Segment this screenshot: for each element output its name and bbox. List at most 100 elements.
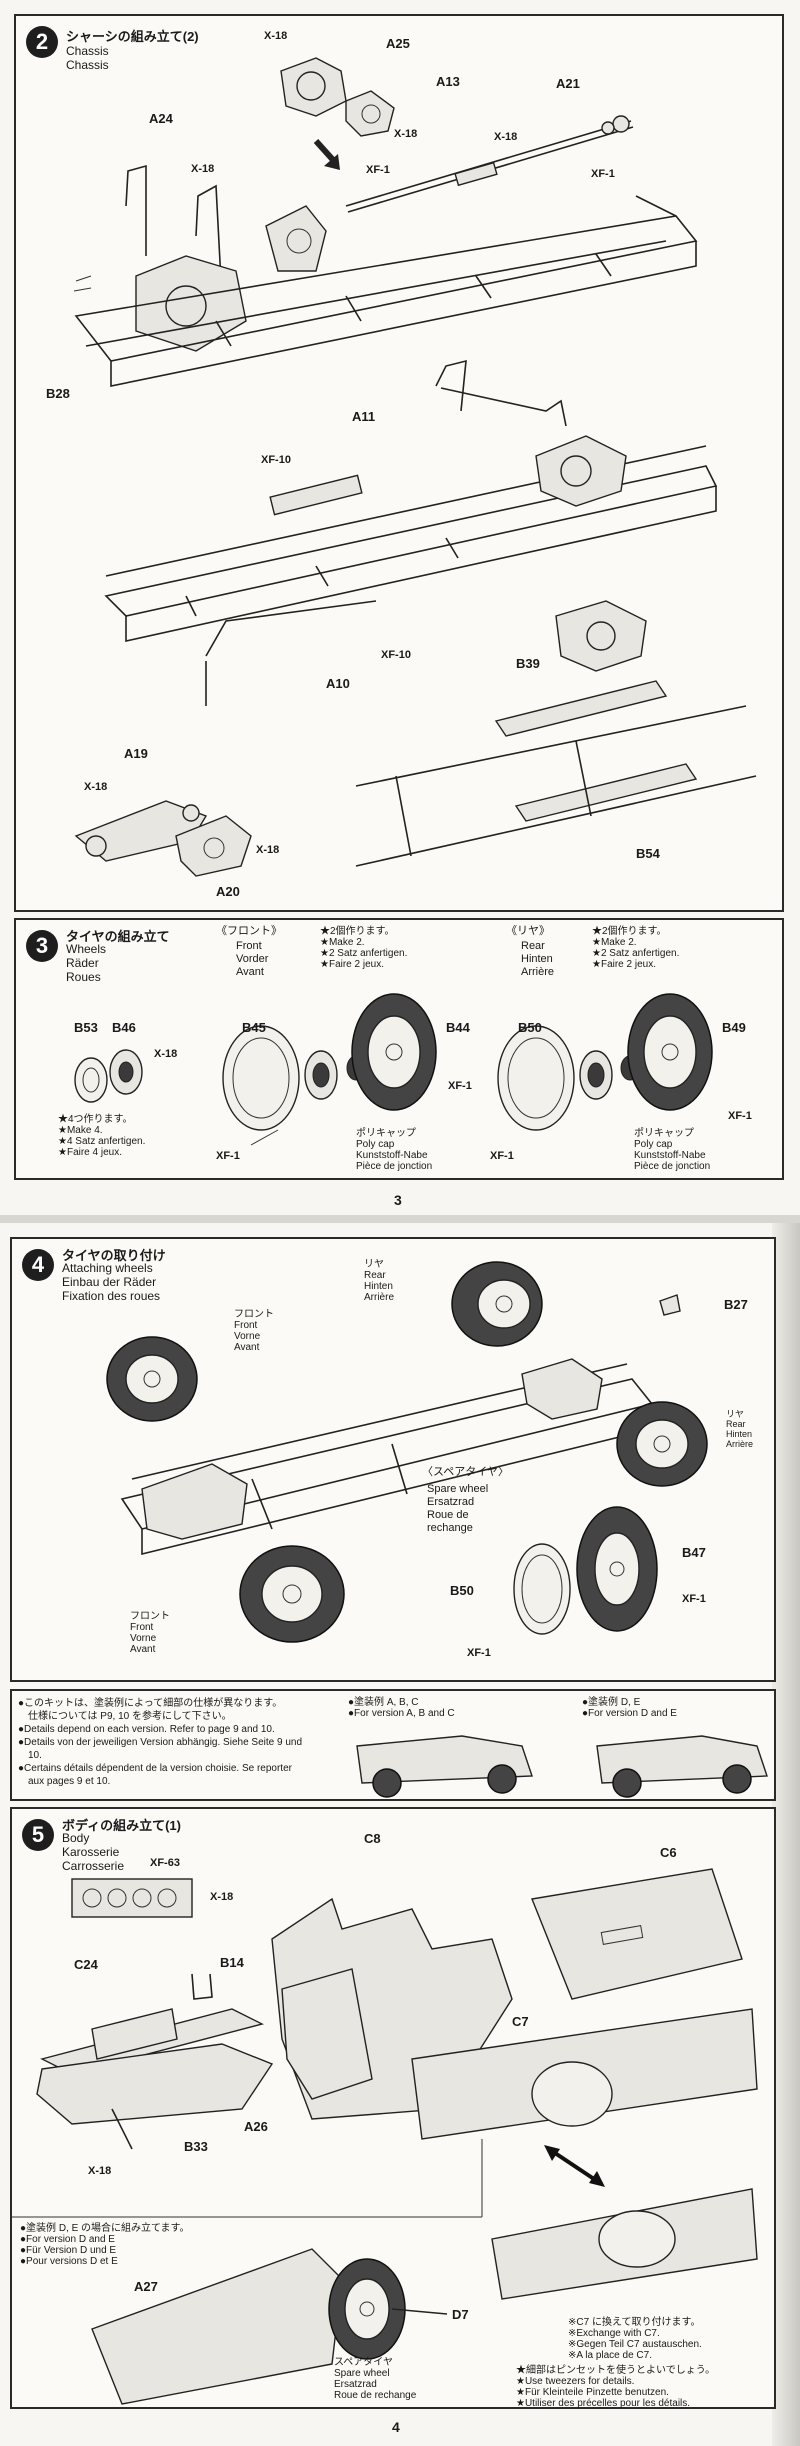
version-de-note: ●塗装例 D, E ●For version D and E [582,1697,677,1719]
version-notes-panel: ●このキットは、塗装例によって細部の仕様が異なります。 仕様については P9, … [10,1689,776,1801]
label-x18-top: X-18 [264,30,288,42]
front-bottom-label: フロント Front Vorne Avant [130,1611,170,1655]
label-xf10-b: XF-10 [381,649,411,661]
step-2-title-ja: シャーシの組み立て(2) [66,29,199,44]
label-a10: A10 [326,676,350,691]
rear-heading-multilang: Rear Hinten Arrière [521,940,555,978]
step-3-number: 3 [26,930,58,962]
wheels-step3-illustration [74,993,713,1146]
front-axle-hub-assembly [280,57,395,170]
label-xf1-rear: XF-1 [490,1150,514,1162]
front-heading-multilang: Front Vorder Avant [236,940,269,978]
step-3-title-ja: タイヤの組み立て [66,929,170,944]
label-b49: B49 [722,1020,746,1035]
label-a13: A13 [436,74,460,89]
version-vehicles-illustration [356,1735,768,1798]
label-x18-step3: X-18 [154,1048,178,1060]
label-b50-step4: B50 [450,1583,474,1598]
version-abc-note: ●塗装例 A, B, C ●For version A, B and C [348,1697,455,1719]
front-make-note: ★2個作ります。 ★Make 2. ★2 Satz anfertigen. ★F… [320,926,408,970]
wheels-attach-illustration [106,1261,708,1643]
page-gutter-shadow [772,1223,800,2446]
spare-heading-ja: 〈スペアタイヤ〉 [422,1466,509,1478]
step-5-title-multilang: Body Karosserie Carrosserie [62,1831,125,1873]
label-a20: A20 [216,884,240,899]
page-4: 4 タイヤの取り付け Attaching wheels Einbau der R… [0,1223,800,2446]
tweezers-note: ★細部はピンセットを使うとよいでしょう。 ★Use tweezers for d… [516,2365,716,2409]
label-a27: A27 [134,2279,158,2294]
chassis-step2-illustration [73,57,757,877]
page-3: 2 シャーシの組み立て(2) Chassis Chassis [0,0,800,1215]
drive-shaft-a21 [345,115,634,213]
label-x18-panel: X-18 [210,1891,234,1903]
label-xf1-front: XF-1 [216,1150,240,1162]
make-4-note: ★4つ作ります。 ★Make 4. ★4 Satz anfertigen. ★F… [58,1114,146,1158]
label-xf1-b50: XF-1 [467,1647,491,1659]
version-details-note: ●このキットは、塗装例によって細部の仕様が異なります。 仕様については P9, … [18,1698,303,1787]
step-2-panel: 2 シャーシの組み立て(2) Chassis Chassis [14,14,784,912]
front-axle-a19-a20 [74,800,252,877]
step-4-title-multilang: Attaching wheels Einbau der Räder Fixati… [62,1261,161,1303]
label-x18-a20: X-18 [256,844,280,856]
label-x18-a24: X-18 [191,163,215,175]
label-a11: A11 [352,409,376,424]
rear-make-note: ★2個作ります。 ★Make 2. ★2 Satz anfertigen. ★F… [592,926,680,970]
step-2-number: 2 [26,26,58,58]
polycap-rear-note: ポリキャップ Poly cap Kunststoff-Nabe Pièce de… [634,1128,711,1172]
label-xf63: XF-63 [150,1857,180,1869]
label-xf10-a: XF-10 [261,454,291,466]
label-a26: A26 [244,2119,268,2134]
label-x18-a21: X-18 [494,131,518,143]
label-b47: B47 [682,1545,706,1560]
label-x18-a13: X-18 [394,128,418,140]
front-heading-ja: 《フロント》 [216,925,282,937]
step-5-number: 5 [22,1819,54,1851]
label-b27: B27 [724,1297,748,1312]
page-number-3: 3 [394,1192,402,1208]
label-b54: B54 [636,846,660,861]
label-a21: A21 [556,76,580,91]
c7-exchange-note: ※C7 に換えて取り付けます。 ※Exchange with C7. ※Gege… [568,2317,702,2361]
step-4-title-ja: タイヤの取り付け [62,1248,166,1263]
front-top-label: フロント Front Vorne Avant [234,1309,274,1353]
label-b33: B33 [184,2139,208,2154]
step-2-title-multilang: Chassis Chassis [66,44,109,72]
chassis-frame-middle [104,359,718,706]
rear-right-label: リヤ Rear Hinten Arrière [726,1409,754,1449]
label-x18-bottom: X-18 [88,2165,112,2177]
label-b44: B44 [446,1020,470,1035]
label-x18-a19: X-18 [84,781,108,793]
label-xf1-shaft: XF-1 [366,164,390,176]
label-a25: A25 [386,36,410,51]
page-divider [0,1215,800,1223]
label-b45: B45 [242,1020,266,1035]
body-step5-illustration [12,1868,758,2405]
label-d7: D7 [452,2307,469,2322]
spare-wheel-label: スペアタイヤ Spare wheel Ersatzrad Roue de rec… [334,2357,417,2401]
rear-axle-springs [355,600,757,867]
label-b46: B46 [112,1020,136,1035]
step-5-panel: 5 ボディの組み立て(1) Body Karosserie Carrosseri… [10,1807,776,2409]
label-b14: B14 [220,1955,244,1970]
label-xf1-b47: XF-1 [682,1593,706,1605]
label-c8: C8 [364,1831,381,1846]
polycap-front-note: ポリキャップ Poly cap Kunststoff-Nabe Pièce de… [356,1128,433,1172]
step-5-title-ja: ボディの組み立て(1) [62,1818,181,1833]
spare-heading-multilang: Spare wheel Ersatzrad Roue de rechange [427,1483,489,1534]
label-xf1-a21: XF-1 [591,168,615,180]
step-3-title-multilang: Wheels Räder Roues [66,942,107,984]
step-4-panel: 4 タイヤの取り付け Attaching wheels Einbau der R… [10,1237,776,1682]
step-4-number: 4 [22,1249,54,1281]
version-de-assemble-note: ●塗装例 D, E の場合に組み立てます。 ●For version D and… [20,2223,190,2267]
label-b50: B50 [518,1020,542,1035]
label-b53: B53 [74,1020,98,1035]
label-xf1-b44: XF-1 [448,1080,472,1092]
label-b39: B39 [516,656,540,671]
label-c24: C24 [74,1957,98,1972]
chassis-frame-upper [74,195,698,387]
label-a24: A24 [149,111,173,126]
rear-top-label: リヤ Rear Hinten Arrière [364,1259,395,1303]
step-3-panel: 3 タイヤの組み立て Wheels Räder Roues 《フロント》 Fro… [14,918,784,1180]
rear-heading-ja: 《リヤ》 [506,925,550,937]
page-number-4: 4 [392,2419,400,2435]
